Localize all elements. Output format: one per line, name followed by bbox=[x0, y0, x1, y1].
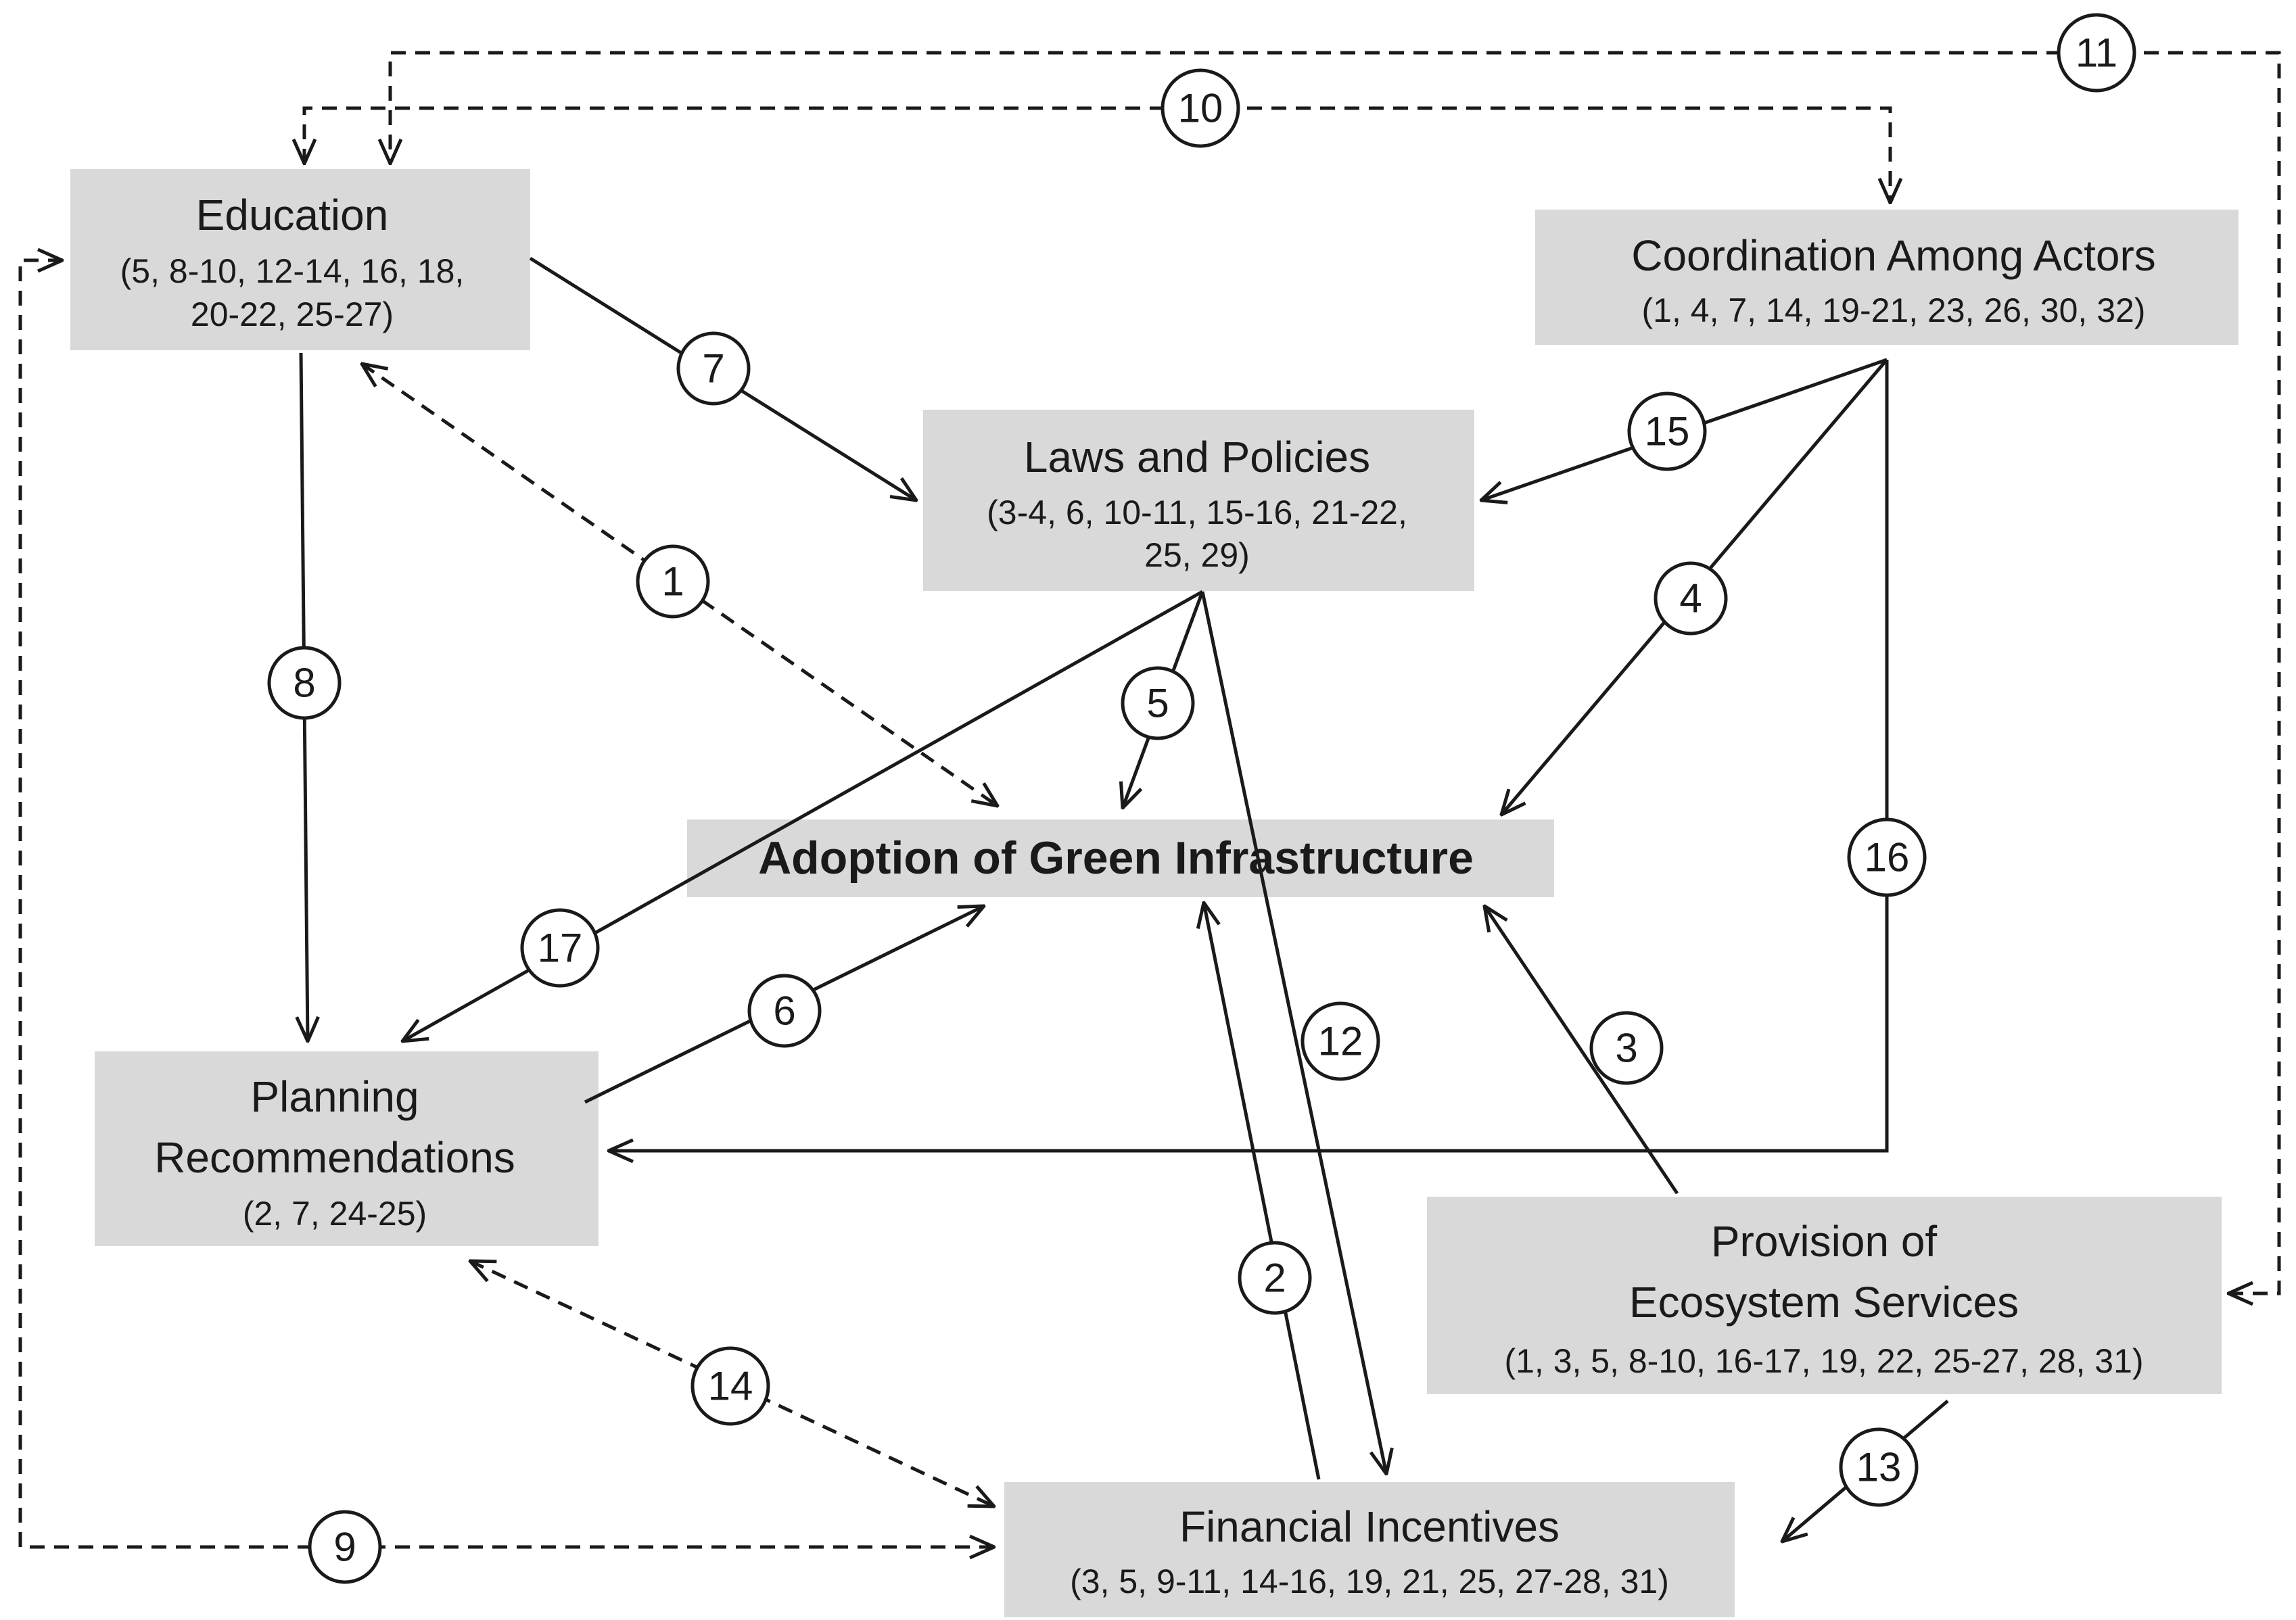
node-planning: Planning Recommendations (2, 7, 24-25) bbox=[95, 1051, 599, 1246]
edge-12 bbox=[1200, 591, 1386, 1474]
node-financial: Financial Incentives (3, 5, 9-11, 14-16,… bbox=[1004, 1482, 1735, 1617]
node-ecosystem: Provision of Ecosystem Services (1, 3, 5… bbox=[1427, 1197, 2222, 1394]
education-title: Education bbox=[196, 191, 389, 239]
svg-text:11: 11 bbox=[2076, 30, 2117, 76]
svg-text:14: 14 bbox=[708, 1364, 753, 1409]
svg-text:8: 8 bbox=[293, 661, 315, 706]
node-laws: Laws and Policies (3-4, 6, 10-11, 15-16,… bbox=[923, 410, 1474, 591]
edge-17 bbox=[402, 590, 1204, 1041]
svg-text:7: 7 bbox=[702, 346, 724, 391]
edge-2 bbox=[1204, 903, 1321, 1480]
edge-badge-15: 15 bbox=[1627, 391, 1707, 471]
edge-10 bbox=[304, 106, 1890, 203]
edge-9 bbox=[18, 260, 994, 1547]
edge-badge-17: 17 bbox=[520, 908, 600, 988]
svg-text:4: 4 bbox=[1679, 576, 1702, 621]
svg-text:3: 3 bbox=[1615, 1026, 1637, 1071]
svg-text:5: 5 bbox=[1146, 681, 1169, 726]
planning-refs: (2, 7, 24-25) bbox=[243, 1195, 427, 1233]
edge-badge-5: 5 bbox=[1121, 666, 1195, 740]
financial-title: Financial Incentives bbox=[1179, 1502, 1560, 1551]
svg-text:16: 16 bbox=[1865, 835, 1910, 880]
edge-badge-1: 1 bbox=[636, 544, 710, 619]
planning-title-line-2: Recommendations bbox=[154, 1133, 515, 1182]
svg-text:1: 1 bbox=[661, 559, 684, 604]
ecosystem-title-line-2: Ecosystem Services bbox=[1629, 1278, 2019, 1327]
edge-badge-6: 6 bbox=[747, 974, 822, 1048]
edge-badge-3: 3 bbox=[1589, 1011, 1664, 1085]
node-education: Education (5, 8-10, 12-14, 16, 18, 20-22… bbox=[70, 169, 530, 350]
node-adoption: Adoption of Green Infrastructure bbox=[687, 819, 1554, 897]
svg-text:2: 2 bbox=[1263, 1256, 1286, 1301]
laws-refs-line-2: 25, 29) bbox=[1144, 536, 1250, 574]
edge-badge-9: 9 bbox=[308, 1510, 382, 1584]
ecosystem-title-line-1: Provision of bbox=[1711, 1217, 1938, 1266]
edge-16 bbox=[609, 360, 1889, 1151]
adoption-title: Adoption of Green Infrastructure bbox=[758, 832, 1474, 884]
svg-text:10: 10 bbox=[1178, 86, 1223, 131]
coordination-refs: (1, 4, 7, 14, 19-21, 23, 26, 30, 32) bbox=[1642, 291, 2146, 329]
svg-text:6: 6 bbox=[773, 988, 795, 1034]
node-coordination: Coordination Among Actors (1, 4, 7, 14, … bbox=[1535, 210, 2239, 345]
edge-badge-4: 4 bbox=[1654, 561, 1728, 636]
svg-text:9: 9 bbox=[333, 1525, 356, 1570]
edge-badge-7: 7 bbox=[676, 331, 751, 406]
laws-refs-line-1: (3-4, 6, 10-11, 15-16, 21-22, bbox=[987, 494, 1407, 531]
svg-text:13: 13 bbox=[1856, 1445, 1902, 1490]
education-refs-line-1: (5, 8-10, 12-14, 16, 18, bbox=[120, 252, 465, 290]
svg-text:15: 15 bbox=[1645, 409, 1690, 454]
edge-badge-14: 14 bbox=[690, 1346, 770, 1426]
edge-badge-16: 16 bbox=[1847, 817, 1927, 897]
education-refs-line-2: 20-22, 25-27) bbox=[191, 295, 394, 333]
coordination-title: Coordination Among Actors bbox=[1631, 231, 2156, 280]
edge-badge-11: 11 bbox=[2057, 13, 2136, 93]
edge-badge-13: 13 bbox=[1839, 1427, 1919, 1507]
svg-text:17: 17 bbox=[538, 926, 583, 971]
svg-text:12: 12 bbox=[1318, 1019, 1363, 1064]
edge-11 bbox=[390, 51, 2281, 1293]
edge-badge-10: 10 bbox=[1161, 68, 1240, 148]
laws-title: Laws and Policies bbox=[1024, 433, 1370, 481]
edge-badge-8: 8 bbox=[267, 646, 342, 720]
planning-title-line-1: Planning bbox=[250, 1072, 419, 1121]
financial-refs: (3, 5, 9-11, 14-16, 19, 21, 25, 27-28, 3… bbox=[1070, 1563, 1669, 1600]
ecosystem-refs: (1, 3, 5, 8-10, 16-17, 19, 22, 25-27, 28… bbox=[1504, 1342, 2143, 1380]
edge-badge-2: 2 bbox=[1238, 1241, 1312, 1315]
edge-badge-12: 12 bbox=[1301, 1001, 1380, 1081]
